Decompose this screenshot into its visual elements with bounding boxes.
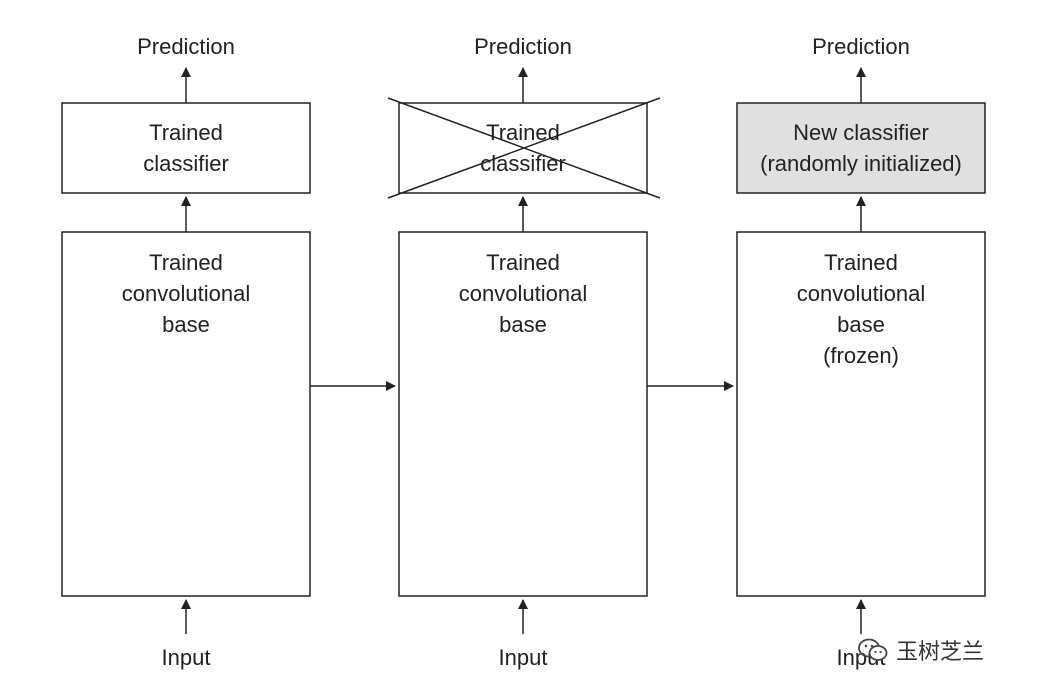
conv-base-text-3: Trained convolutional base (frozen)	[737, 247, 985, 371]
new-classifier-box	[736, 102, 986, 194]
column-3	[736, 67, 986, 634]
cross-out-line-b	[387, 97, 661, 199]
classifier-line: Trained	[486, 120, 560, 145]
classifier-line: Trained	[149, 120, 223, 145]
classifier-line: classifier	[480, 151, 566, 176]
column-1	[61, 67, 311, 634]
column-2	[387, 67, 661, 634]
conv-base-line: convolutional	[458, 281, 588, 306]
prediction-label-2: Prediction	[474, 34, 572, 59]
classifier-box-1	[61, 102, 311, 194]
input-label-2: Input	[498, 645, 548, 670]
watermark-text: 玉树芝兰	[894, 634, 987, 666]
conv-base-line: convolutional	[796, 281, 926, 306]
input-label-1: Input	[161, 645, 211, 670]
conv-base-box-1	[61, 231, 311, 597]
conv-base-line: base	[499, 312, 547, 337]
conv-base-text-1: Trained convolutional base	[62, 247, 310, 340]
classifier-line: New classifier	[793, 120, 929, 145]
conv-base-line: Trained	[486, 250, 560, 275]
conv-base-line: Trained	[149, 250, 223, 275]
new-classifier-text: New classifier (randomly initialized)	[737, 117, 985, 179]
watermark: 玉树芝兰	[858, 632, 1018, 668]
classifier-text-2: Trained classifier	[399, 117, 647, 179]
classifier-text-1: Trained classifier	[62, 117, 310, 179]
prediction-label-3: Prediction	[812, 34, 910, 59]
conv-base-line: base	[162, 312, 210, 337]
conv-base-box-3	[736, 231, 986, 597]
conv-base-line: base	[837, 312, 885, 337]
conv-base-line: convolutional	[121, 281, 251, 306]
classifier-line: classifier	[143, 151, 229, 176]
conv-base-line: Trained	[824, 250, 898, 275]
conv-base-text-2: Trained convolutional base	[399, 247, 647, 340]
conv-base-line: (frozen)	[823, 343, 899, 368]
classifier-line: (randomly initialized)	[760, 151, 962, 176]
prediction-label-1: Prediction	[137, 34, 235, 59]
wechat-icon	[858, 638, 888, 661]
